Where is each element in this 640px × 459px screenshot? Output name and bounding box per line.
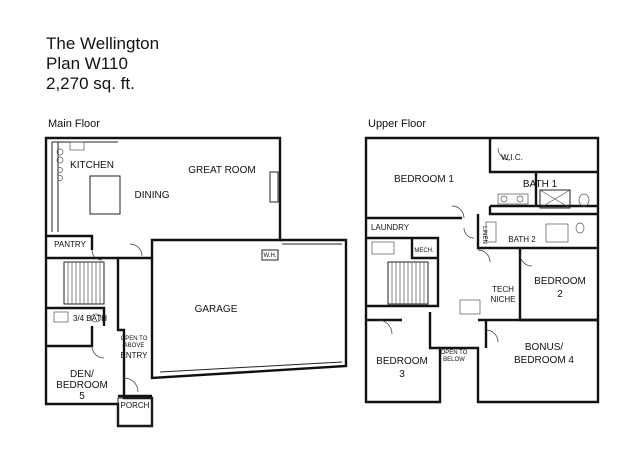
bath-label: 3/4 BATH	[73, 314, 107, 323]
bath1-label: BATH 1	[523, 179, 558, 190]
upper-floor-outer-wall	[364, 136, 600, 404]
den-label-3: 5	[79, 391, 85, 402]
kitchen-counter	[51, 141, 118, 232]
open-below-label-1: OPEN TO	[441, 350, 468, 356]
bedroom2-label-2: 2	[557, 289, 563, 300]
upper-stairs	[387, 261, 429, 305]
fireplace	[269, 171, 279, 203]
kitchen-label: KITCHEN	[70, 160, 114, 171]
water-heater	[261, 249, 279, 261]
plan-name: The Wellington	[46, 34, 160, 53]
tech-niche-label-2: NICHE	[491, 295, 516, 304]
mech-label: MECH.	[414, 248, 434, 254]
linen-label: LINEN	[481, 226, 487, 244]
plan-area: 2,270 sq. ft.	[46, 74, 135, 93]
den-label-1: DEN/	[70, 369, 94, 380]
laundry-label: LAUNDRY	[371, 223, 410, 232]
entry-label: ENTRY	[121, 351, 149, 360]
open-above-label-1: OPEN TO	[121, 336, 148, 342]
den-label-2: BEDROOM	[56, 380, 108, 391]
bedroom3-label-2: 3	[399, 369, 405, 380]
plan-header: The Wellington Plan W110 2,270 sq. ft.	[46, 34, 159, 94]
wh-label: W.H.	[264, 253, 277, 259]
pantry-label: PANTRY	[54, 240, 86, 249]
upper-floor-plan	[364, 136, 600, 404]
main-floor-plan	[44, 136, 348, 428]
upper-floor-title: Upper Floor	[368, 118, 427, 130]
kitchen-island	[89, 175, 121, 215]
bedroom3-label-1: BEDROOM	[376, 356, 428, 367]
open-above-label-2: ABOVE	[124, 343, 145, 349]
garage-label: GARAGE	[195, 304, 238, 315]
dining-label: DINING	[135, 190, 170, 201]
main-floor-title: Main Floor	[48, 118, 100, 130]
great-room-label: GREAT ROOM	[188, 165, 255, 176]
bedroom1-label: BEDROOM 1	[394, 174, 454, 185]
main-stairs	[63, 261, 105, 305]
bath2-label: BATH 2	[508, 235, 536, 244]
wic-label: W.I.C.	[501, 153, 523, 162]
garage-door	[159, 361, 343, 373]
garage-wall	[150, 238, 348, 380]
porch-label: PORCH	[121, 401, 150, 410]
open-below-label-2: BELOW	[443, 357, 465, 363]
bedroom2-label-1: BEDROOM	[534, 276, 586, 287]
plan-code: Plan W110	[46, 54, 128, 73]
bonus-label-2: BEDROOM 4	[514, 355, 574, 366]
bonus-label-1: BONUS/	[525, 342, 564, 353]
tech-niche-label-1: TECH	[492, 285, 514, 294]
